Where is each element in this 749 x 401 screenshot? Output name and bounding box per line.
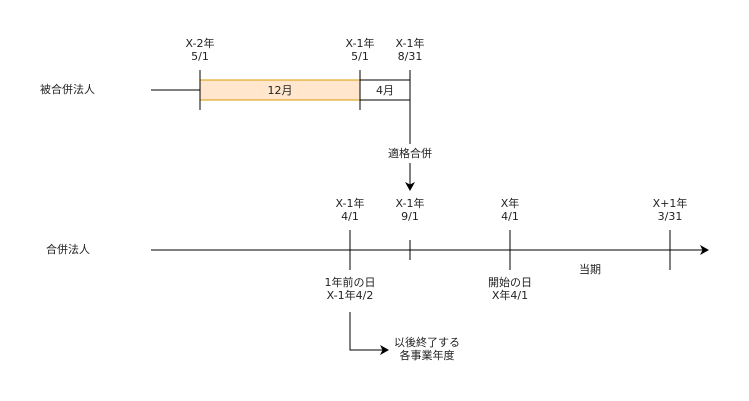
subsequent-years-label: 以後終了する各事業年度 [394, 336, 460, 362]
subsequent-years-arrow [349, 312, 389, 355]
twelve-month-label: 12月 [267, 84, 293, 97]
four-month-label: 4月 [376, 84, 394, 97]
merged-corp-label: 被合併法人 [40, 83, 95, 96]
current-period-label: 当期 [579, 263, 601, 276]
merger-label: 適格合併 [388, 147, 432, 160]
merging-corp-label: 合併法人 [46, 243, 90, 256]
